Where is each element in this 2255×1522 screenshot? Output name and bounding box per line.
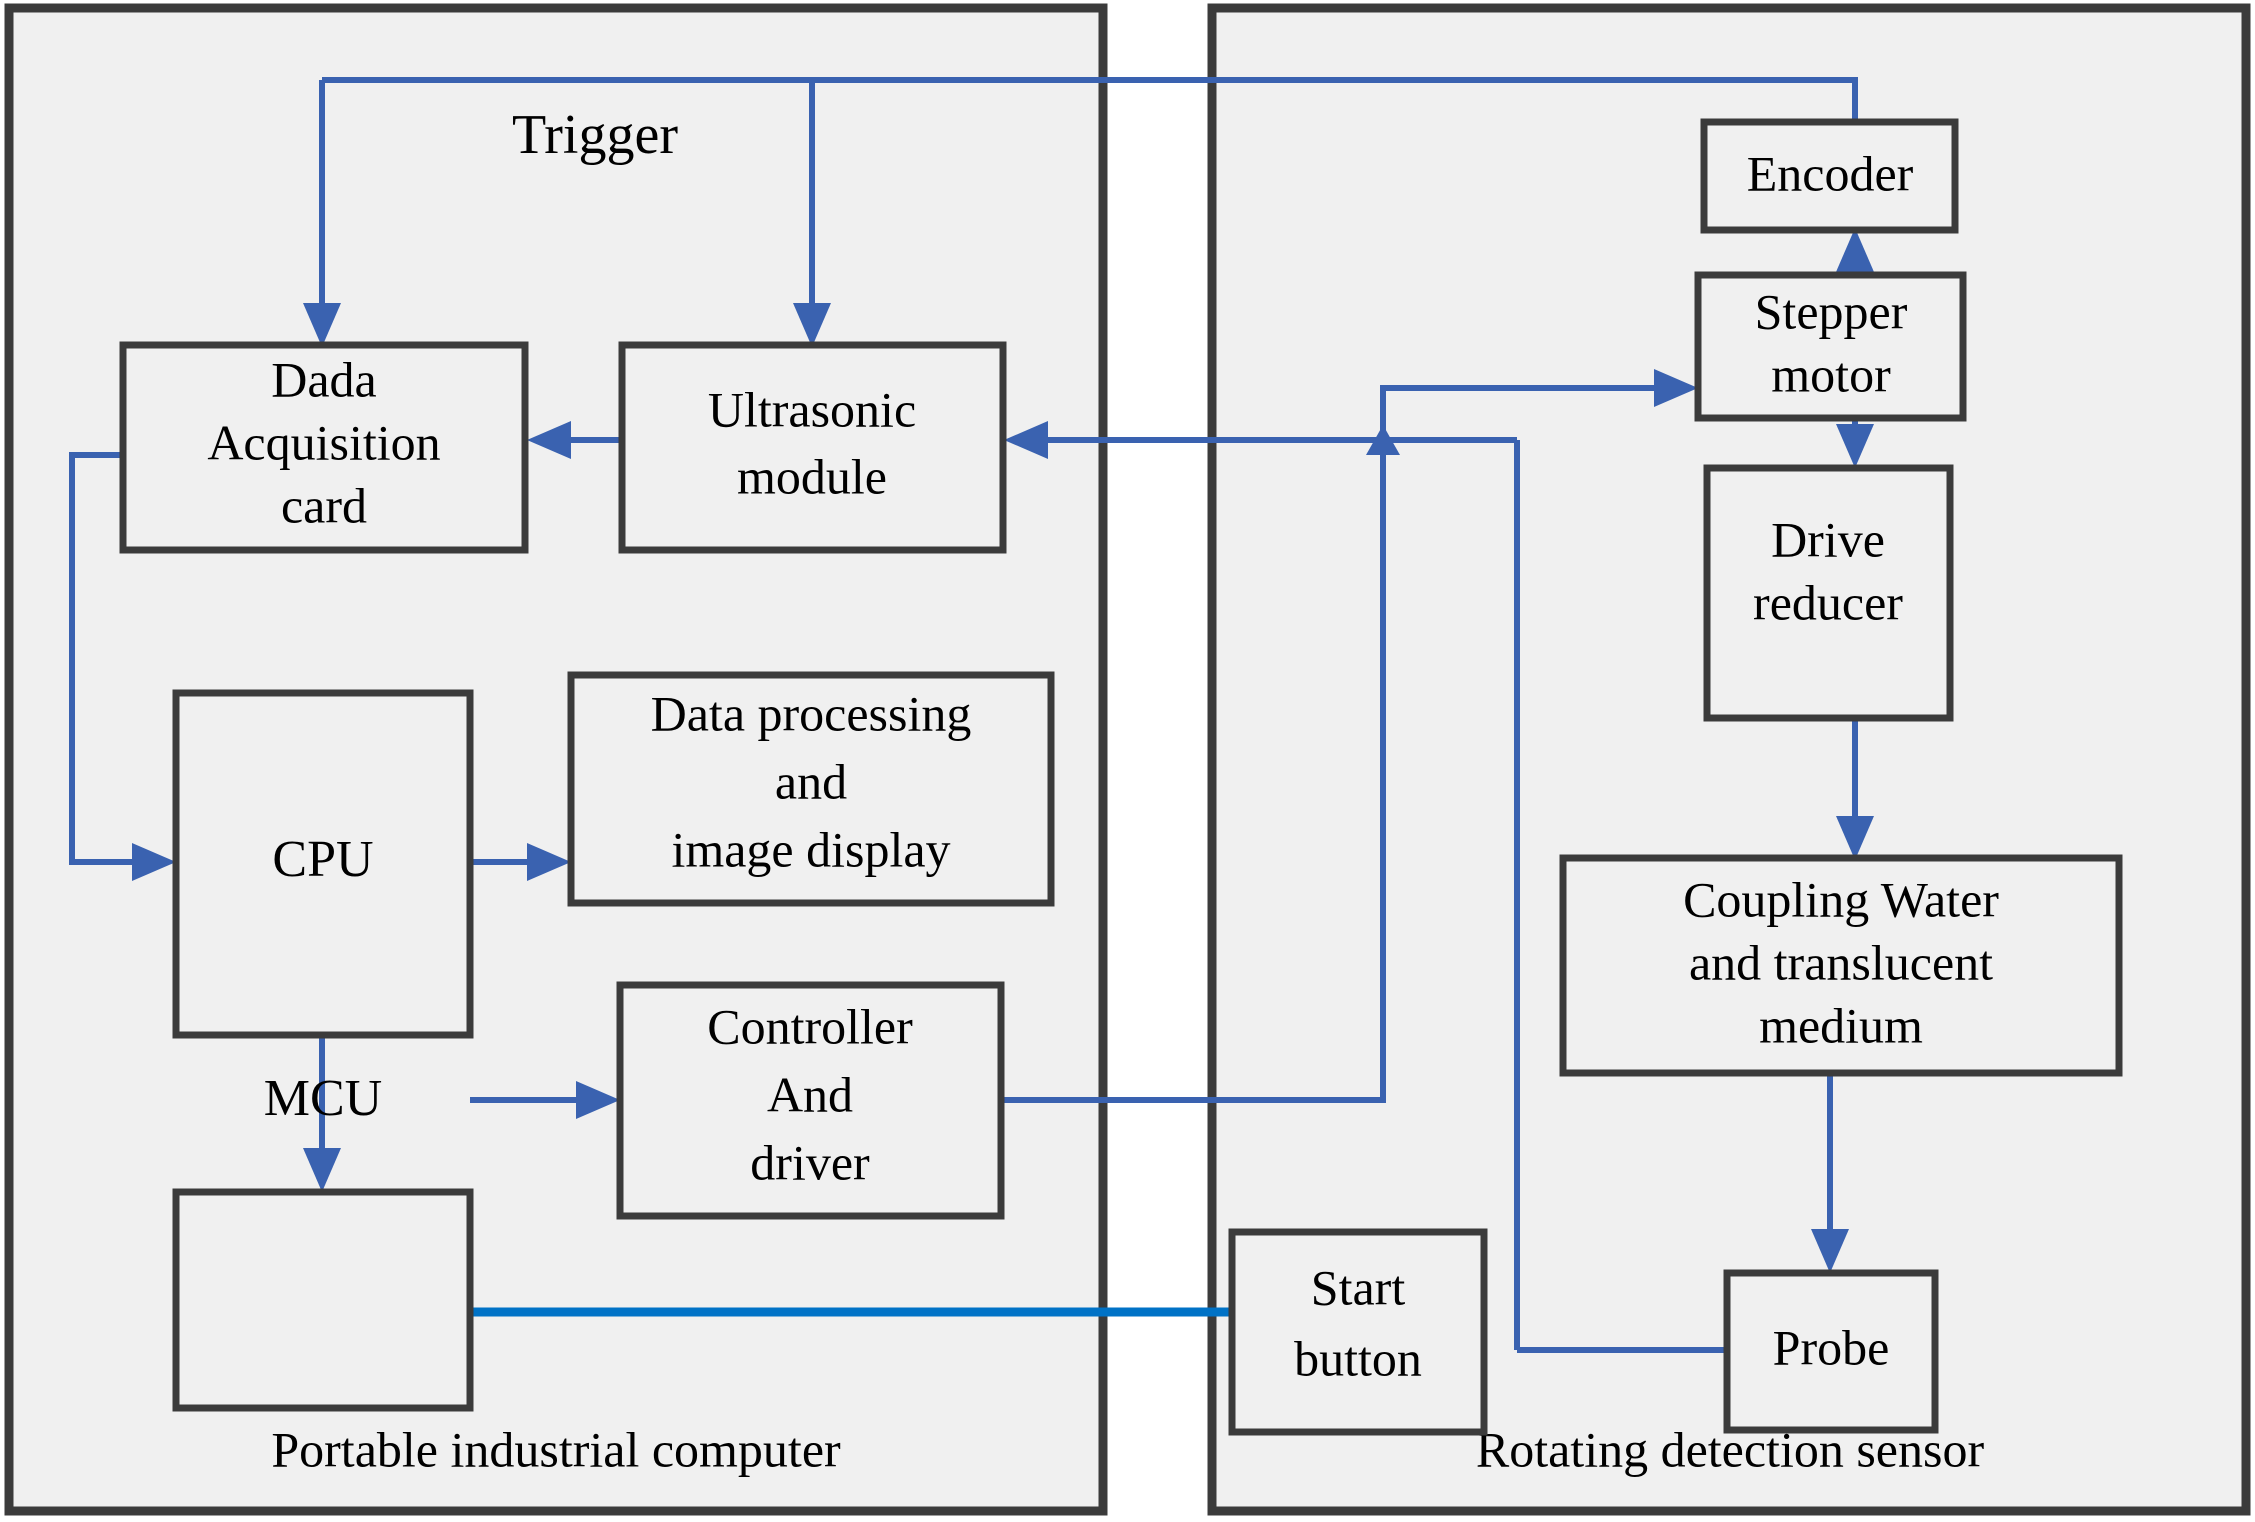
edge-trigger-to-ultrasonic-module <box>793 80 831 347</box>
node-drive-reducer[interactable]: Drive reducer <box>1703 464 1954 722</box>
edge-stepper-motor-to-encoder <box>1836 228 1874 275</box>
node-stepper-motor-rect[interactable] <box>1694 271 1967 422</box>
node-data-acquisition-card-line-2: Acquisition <box>207 414 440 470</box>
node-controller-and-driver-line-3: driver <box>750 1134 870 1190</box>
node-ultrasonic-module-rect[interactable] <box>618 341 1007 554</box>
arrowhead-into-stepper-motor <box>1654 369 1698 407</box>
node-ultrasonic-module-line-1: Ultrasonic <box>708 381 916 437</box>
node-start-button-rect[interactable] <box>1228 1228 1488 1436</box>
node-coupling-water[interactable]: Coupling Water and translucent medium <box>1559 854 2123 1077</box>
node-coupling-water-line-2: and translucent <box>1689 934 1993 990</box>
edge-stepper-motor-to-drive-reducer <box>1836 418 1874 468</box>
arrowhead-into-data-processing <box>527 843 571 881</box>
edge-mcu-to-controller-and-driver <box>470 1081 620 1119</box>
node-data-processing-rect[interactable] <box>567 671 1055 907</box>
node-mcu-rect[interactable] <box>172 1188 474 1412</box>
node-coupling-water-line-3: medium <box>1759 997 1923 1053</box>
node-ultrasonic-module[interactable]: Ultrasonic module <box>618 341 1007 554</box>
node-controller-and-driver[interactable]: Controller And driver <box>616 981 1005 1220</box>
arrowhead-into-ultrasonic-module-right <box>1004 421 1048 459</box>
node-start-button-line-2: button <box>1294 1330 1422 1386</box>
arrowhead-into-data-acquisition-card-left <box>527 421 571 459</box>
node-controller-and-driver-line-2: And <box>767 1066 853 1122</box>
node-data-acquisition-card-rect[interactable] <box>119 341 529 554</box>
edge-cpu-to-data-processing <box>470 843 571 881</box>
node-start-button[interactable]: Start button <box>1228 1228 1488 1436</box>
node-data-acquisition-card-line-1: Dada <box>271 351 377 407</box>
node-mcu-label: MCU <box>264 1070 382 1127</box>
node-data-processing-line-2: and <box>775 753 847 809</box>
arrowhead-junction-up <box>1366 425 1400 455</box>
node-data-processing[interactable]: Data processing and image display <box>567 671 1055 907</box>
node-data-processing-line-1: Data processing <box>651 685 972 741</box>
edge-data-acquisition-card-to-cpu <box>69 452 176 881</box>
node-cpu[interactable]: CPU <box>172 689 474 1039</box>
node-stepper-motor[interactable]: Stepper motor <box>1694 271 1967 422</box>
edge-ultrasonic-module-to-data-acquisition-card <box>527 421 622 459</box>
node-probe-label: Probe <box>1773 1319 1890 1375</box>
panel-left-label: Portable industrial computer <box>271 1421 841 1477</box>
node-probe-rect[interactable] <box>1723 1269 1939 1434</box>
edge-trigger-to-data-acquisition-card <box>303 80 341 347</box>
node-controller-and-driver-rect[interactable] <box>616 981 1005 1220</box>
arrowhead-into-cpu <box>132 843 176 881</box>
node-stepper-motor-line-2: motor <box>1771 346 1891 402</box>
edge-encoder-to-trigger-bus <box>322 77 1858 122</box>
node-coupling-water-line-1: Coupling Water <box>1683 871 1999 927</box>
node-encoder-label: Encoder <box>1747 145 1914 201</box>
edge-controller-and-driver-to-stepper-motor <box>1000 369 1698 1103</box>
arrowhead-into-mcu <box>303 1148 341 1192</box>
node-stepper-motor-line-1: Stepper <box>1755 283 1908 339</box>
label-trigger: Trigger <box>512 104 678 166</box>
node-coupling-water-rect[interactable] <box>1559 854 2123 1077</box>
arrowhead-into-controller-and-driver <box>576 1081 620 1119</box>
node-encoder[interactable]: Encoder <box>1700 118 1959 234</box>
arrowhead-into-data-acquisition-card <box>303 303 341 347</box>
edge-drive-reducer-to-coupling-water <box>1836 715 1874 860</box>
node-data-acquisition-card[interactable]: Dada Acquisition card <box>119 341 529 554</box>
node-data-acquisition-card-line-3: card <box>281 477 367 533</box>
node-cpu-rect[interactable] <box>172 689 474 1039</box>
edge-coupling-water-to-probe <box>1811 1072 1849 1273</box>
node-probe[interactable]: Probe <box>1723 1269 1939 1434</box>
node-drive-reducer-line-2: reducer <box>1753 574 1903 630</box>
arrowhead-into-coupling-water <box>1836 816 1874 860</box>
arrowhead-into-encoder <box>1836 228 1874 272</box>
node-start-button-line-1: Start <box>1311 1259 1406 1315</box>
node-drive-reducer-line-1: Drive <box>1771 511 1885 567</box>
node-ultrasonic-module-line-2: module <box>737 448 887 504</box>
node-mcu[interactable]: MCU <box>172 1070 474 1412</box>
node-encoder-rect[interactable] <box>1700 118 1959 234</box>
node-drive-reducer-rect[interactable] <box>1703 464 1954 722</box>
node-controller-and-driver-line-1: Controller <box>707 998 913 1054</box>
arrowhead-into-drive-reducer <box>1836 424 1874 468</box>
node-cpu-label: CPU <box>272 831 373 888</box>
edge-probe-to-ultrasonic-module <box>1004 421 1520 1350</box>
arrowhead-into-probe <box>1811 1229 1849 1273</box>
arrowhead-into-ultrasonic-module <box>793 303 831 347</box>
node-data-processing-line-3: image display <box>671 821 950 877</box>
edge-cpu-to-mcu <box>303 1035 341 1192</box>
